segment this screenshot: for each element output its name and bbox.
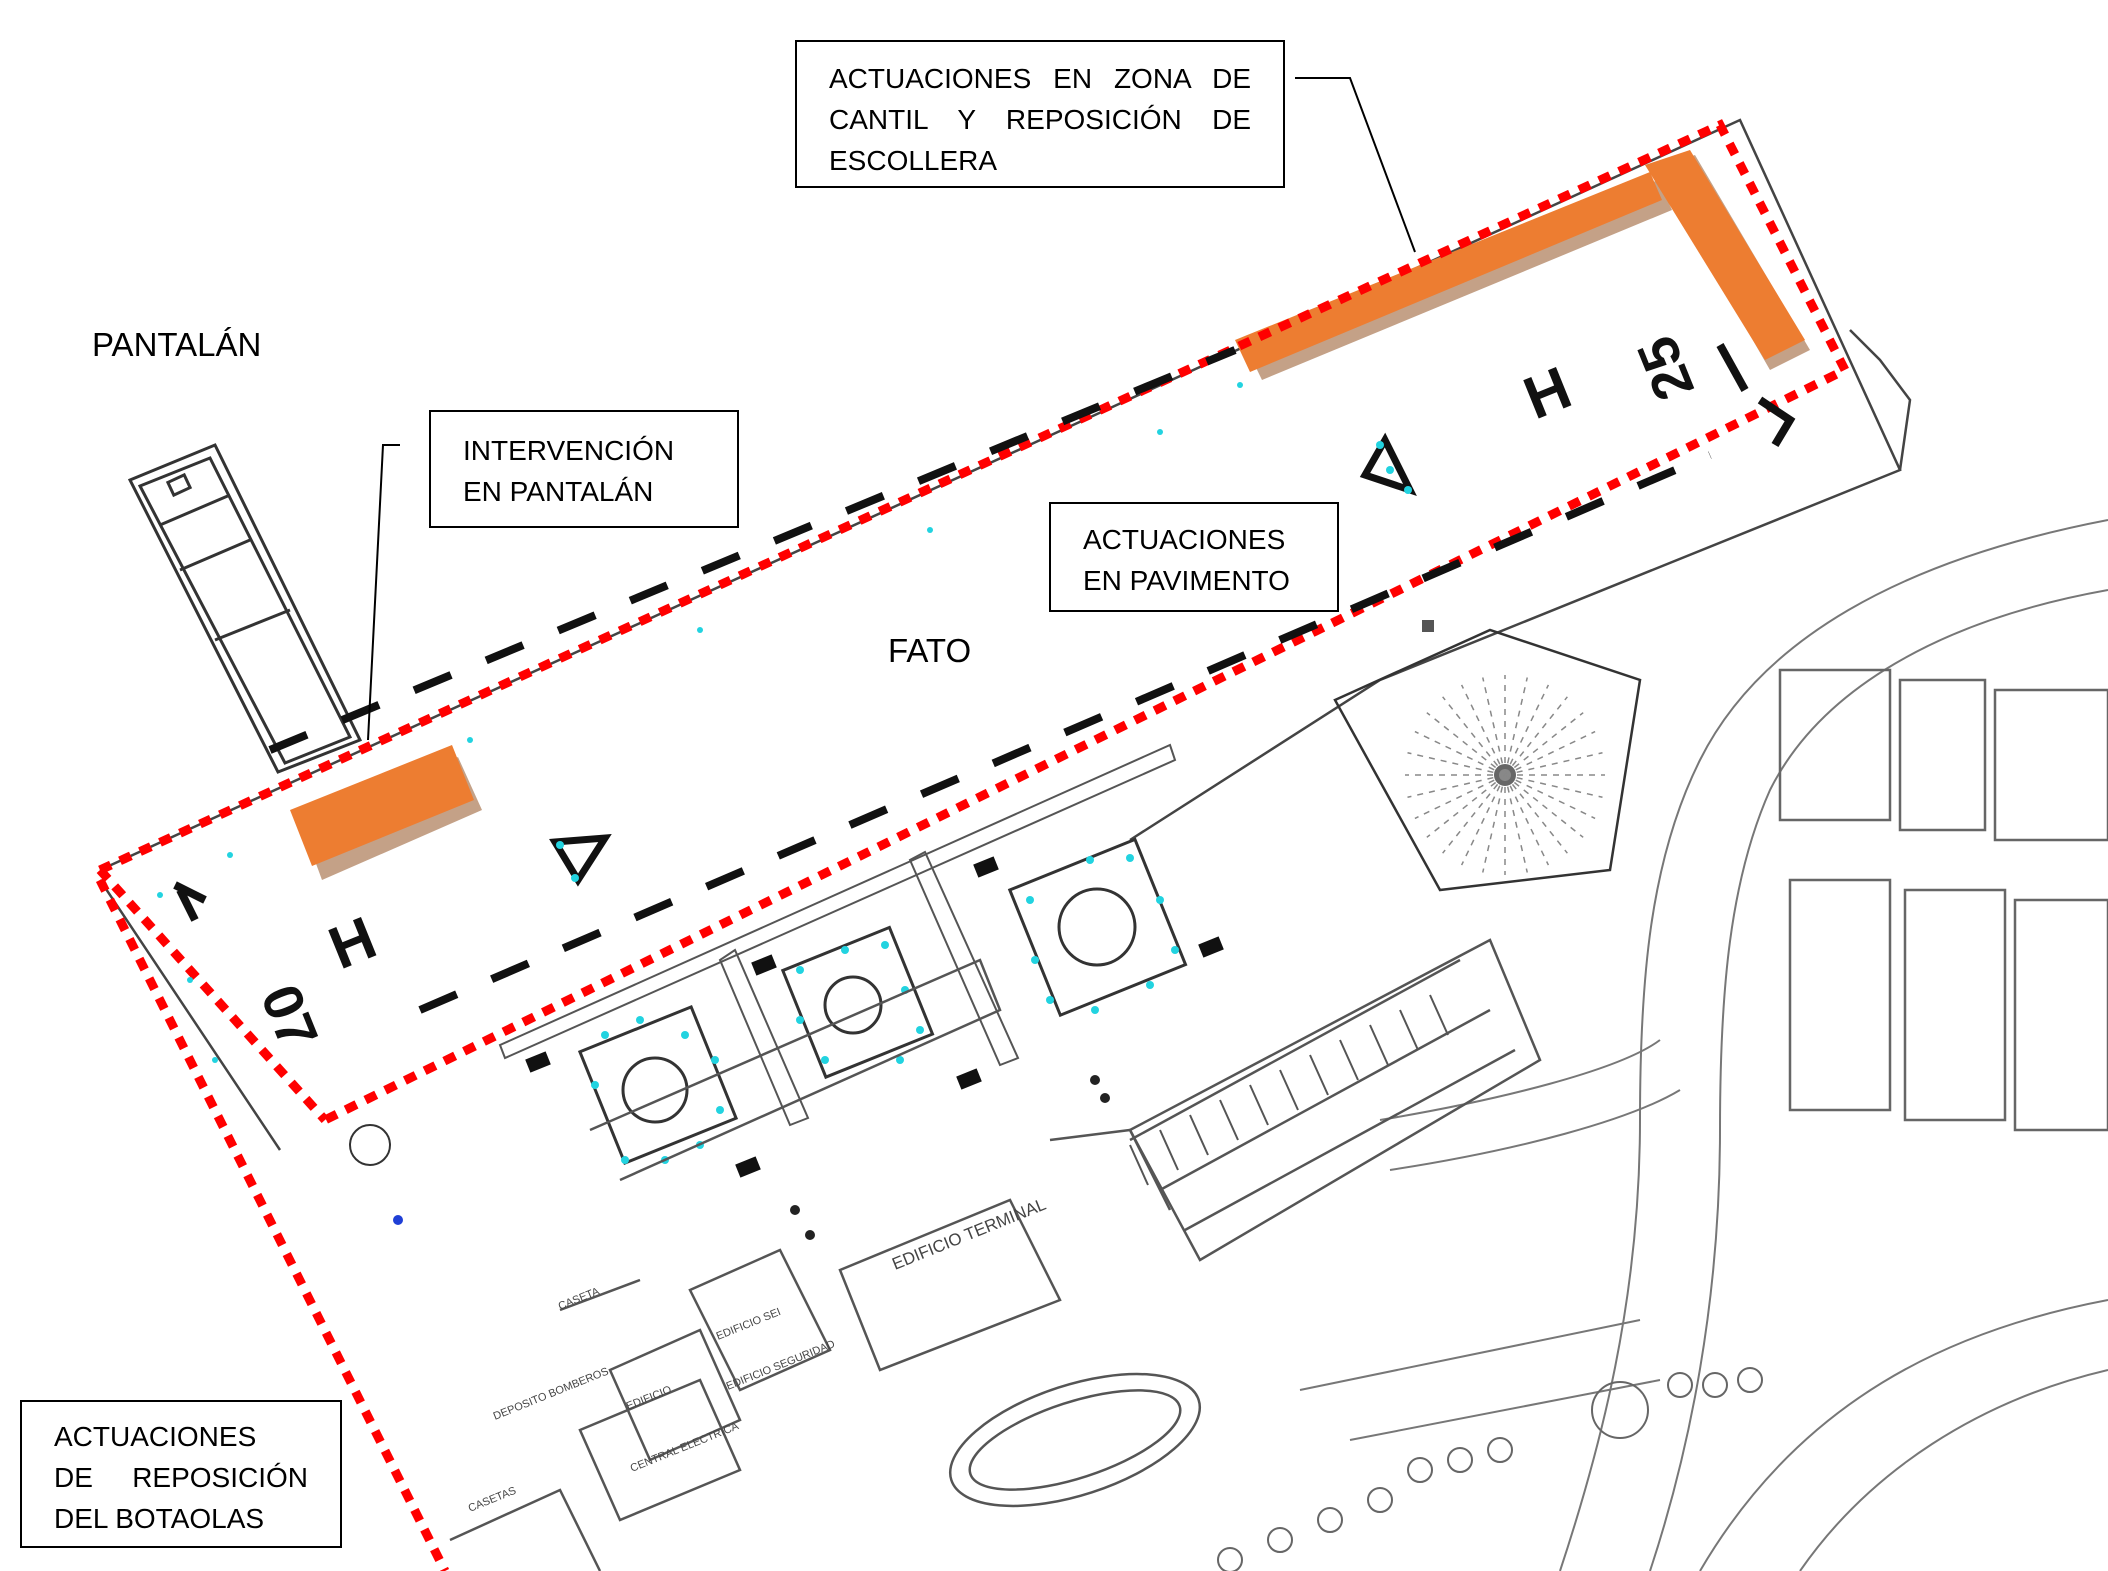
hatched-separators [498,743,1177,1127]
fan-ray [1504,677,1528,776]
callout-botaolas-line2: DE REPOSICIÓN [54,1462,308,1493]
runway-designator-07: 07 [249,976,331,1057]
small-markers [349,620,1434,1240]
fan-ray [1407,774,1506,798]
fan-ray [1426,774,1506,838]
callout-cantil: ACTUACIONES EN ZONA DE CANTIL Y REPOSICI… [795,40,1285,188]
fan-ray [1504,696,1568,776]
fan-ray [1504,774,1584,838]
facility-labels: EDIFICIO TERMINAL CASETA EDIFICIO SEI ED… [467,1195,1049,1515]
fan-ray [1504,774,1603,798]
runway-corners [173,343,1796,922]
callout-pavimento-line2: EN PAVIMENTO [1083,565,1290,596]
callout-leaders [367,77,1416,741]
triangle-markers [549,432,1417,887]
red-boundary [95,119,1852,1571]
road-network [1299,519,2108,1571]
deposito-bomberos-label: DEPOSITO BOMBEROS [492,1365,611,1422]
casetas-label: CASETAS [467,1485,518,1515]
helipad-lights [157,382,1412,1164]
fato-label: FATO [888,632,972,669]
runway-edge-markings [268,346,1712,1014]
callout-cantil-line2: CANTIL Y REPOSICIÓN DE [829,104,1251,135]
parking-stalls [1129,994,1449,1186]
heliport-mark-west: H [320,904,385,982]
callout-pavimento-line1: ACTUACIONES [1083,524,1286,555]
pier-structure [127,443,363,774]
parking-area [449,938,1542,1571]
callout-botaolas-line1: ACTUACIONES [54,1421,257,1452]
intervention-areas [290,150,1810,880]
fan-ray [1504,730,1596,776]
callout-pavimento: ACTUACIONES EN PAVIMENTO [1049,502,1339,612]
callout-botaolas-line3: DEL BOTAOLAS [54,1503,265,1534]
building-blocks [1778,668,2108,1132]
radial-light-fan [1333,628,1642,892]
fan-ray [1504,774,1528,873]
fan-ray [1504,684,1550,776]
platform-outline [98,118,1912,1151]
runway-designator-25: 25 [1624,328,1706,409]
edificio-label: EDIFICIO [625,1384,674,1413]
fan-ray [1504,774,1568,854]
edificio-seguridad-label: EDIFICIO SEGURIDAD [725,1338,837,1393]
callout-botaolas: ACTUACIONES DE REPOSICIÓN DEL BOTAOLAS [20,1400,342,1548]
fan-ray [1407,752,1506,776]
pantalan-label: PANTALÁN [92,326,262,363]
callout-pantalan-line1: INTERVENCIÓN [463,435,675,466]
fan-ray [1442,774,1506,854]
heliport-mark-east: H [1515,354,1580,432]
edificio-sei-label: EDIFICIO SEI [715,1306,783,1343]
callout-cantil-line1: ACTUACIONES EN ZONA DE [829,63,1251,94]
helipads [577,837,1188,1166]
callout-pantalan: INTERVENCIÓN EN PANTALÁN [429,410,739,528]
callout-cantil-line3: ESCOLLERA [829,145,998,176]
fan-ray [1504,774,1596,820]
fan-ray [1426,712,1506,776]
fan-ray [1414,774,1506,820]
callout-pantalan-line2: EN PANTALÁN [463,476,654,507]
fan-ray [1460,684,1506,776]
tree-symbols [1217,1367,1763,1571]
fan-ray [1460,774,1506,866]
fan-ray [1504,774,1550,866]
fan-ray [1504,712,1584,776]
fan-ray [1482,774,1506,873]
terminal-building-label: EDIFICIO TERMINAL [889,1195,1048,1274]
caseta-label: CASETA [557,1285,602,1313]
fan-ray [1504,752,1603,776]
fan-ray [1414,730,1506,776]
fan-ray [1482,677,1506,776]
fan-ray [1442,696,1506,776]
